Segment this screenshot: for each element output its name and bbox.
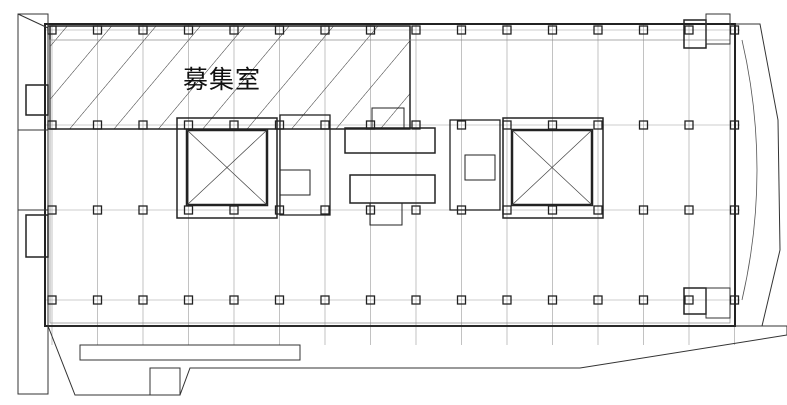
- column: [684, 295, 694, 305]
- column: [274, 120, 285, 130]
- column: [411, 295, 421, 305]
- column: [502, 295, 512, 305]
- column: [47, 205, 57, 215]
- column: [729, 25, 740, 35]
- column: [729, 295, 740, 305]
- available-area-label: 募集室: [183, 65, 262, 94]
- central-core-services: [279, 107, 501, 226]
- column: [638, 295, 649, 305]
- available-area-hatch[interactable]: [49, 25, 411, 130]
- column: [456, 205, 467, 215]
- column: [502, 25, 512, 35]
- column: [638, 25, 649, 35]
- column: [183, 25, 194, 35]
- column: [729, 120, 740, 130]
- column: [365, 120, 376, 130]
- column: [593, 25, 603, 35]
- column: [638, 120, 649, 130]
- column: [92, 120, 103, 130]
- left-stair-column: [17, 13, 49, 395]
- column: [365, 295, 376, 305]
- column: [183, 205, 194, 215]
- inner-perimeter: [49, 39, 731, 324]
- column: [729, 205, 740, 215]
- column: [320, 205, 330, 215]
- column: [274, 25, 285, 35]
- column: [47, 295, 57, 305]
- structural-columns: [47, 25, 740, 305]
- column: [92, 25, 103, 35]
- column: [365, 25, 376, 35]
- column: [456, 25, 467, 35]
- column: [274, 205, 285, 215]
- column: [411, 120, 421, 130]
- column: [183, 295, 194, 305]
- column: [456, 120, 467, 130]
- bottom-canopy: [47, 325, 787, 396]
- column: [320, 295, 330, 305]
- column: [411, 25, 421, 35]
- column: [320, 120, 330, 130]
- column: [593, 295, 603, 305]
- column: [547, 205, 558, 215]
- column: [138, 295, 148, 305]
- column: [547, 25, 558, 35]
- column: [183, 120, 194, 130]
- column: [229, 25, 239, 35]
- column: [320, 25, 330, 35]
- column: [229, 295, 239, 305]
- column: [547, 120, 558, 130]
- column: [593, 205, 603, 215]
- column: [92, 295, 103, 305]
- column: [229, 205, 239, 215]
- column: [92, 205, 103, 215]
- column: [138, 25, 148, 35]
- column: [365, 205, 376, 215]
- column: [229, 120, 239, 130]
- column: [638, 205, 649, 215]
- column: [684, 25, 694, 35]
- column: [684, 205, 694, 215]
- column: [547, 295, 558, 305]
- column: [456, 295, 467, 305]
- core-right: [502, 117, 604, 219]
- right-facade: [683, 13, 781, 327]
- core-left: [176, 117, 278, 219]
- column: [502, 120, 512, 130]
- column: [684, 120, 694, 130]
- column: [138, 205, 148, 215]
- column: [593, 120, 603, 130]
- column: [47, 25, 57, 35]
- column: [138, 120, 148, 130]
- column: [411, 205, 421, 215]
- column: [47, 120, 57, 130]
- column: [274, 295, 285, 305]
- column: [502, 205, 512, 215]
